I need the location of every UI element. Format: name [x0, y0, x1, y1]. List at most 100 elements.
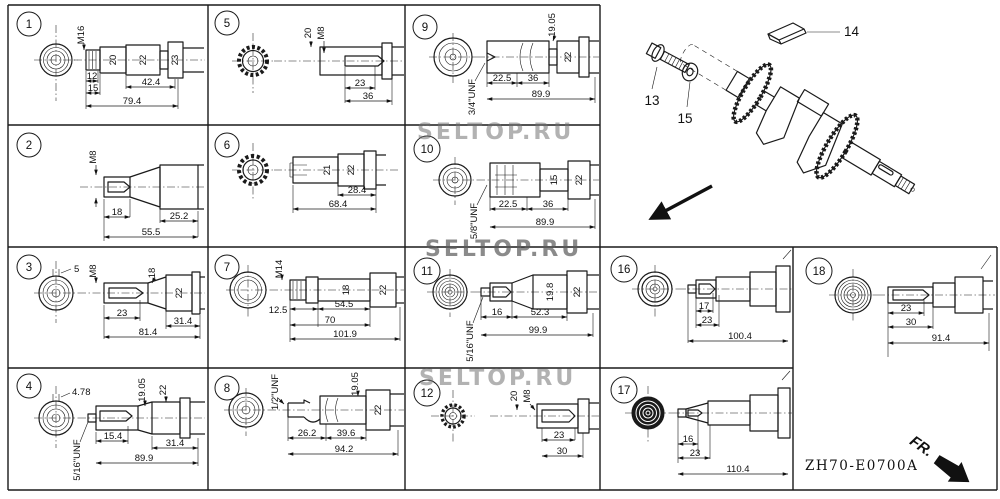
dim-label: 70 [325, 315, 336, 326]
cell-2-drawing: 2 M8 18 25.2 55.5 [16, 132, 205, 241]
dim-label: 22.5 [499, 199, 518, 210]
thread-label: 3/4"UNF [467, 79, 478, 115]
diameter-label: 22 [373, 405, 384, 416]
cell-17-drawing: 17 16 23 110.4 [610, 370, 792, 476]
part-ref-14: 15 [677, 111, 692, 126]
thread-label: 5/16"UNF [465, 320, 476, 362]
thread-label: M14 [274, 260, 285, 278]
dim-label: 15.4 [104, 431, 123, 442]
drawing-code: ZH70-E0700A [805, 458, 918, 474]
dim-label: 26.2 [298, 428, 317, 439]
cell-4-drawing: 4 4.78 5/16"UNF 19.05 22 15.4 31.4 89.9 [16, 373, 205, 481]
thread-label: M8 [522, 389, 533, 402]
dim-label: 36 [543, 199, 554, 210]
dim-label: 99.9 [529, 325, 548, 336]
thread-label: 5/16"UNF [72, 439, 83, 481]
cell-number: 3 [26, 262, 32, 274]
dim-label: 89.9 [536, 217, 555, 228]
cell-number: 11 [421, 266, 433, 278]
part-ref-15: 14 [844, 24, 860, 39]
cell-number: 7 [224, 262, 230, 274]
dim-label: 54.5 [335, 299, 354, 310]
dim-label: 23 [702, 315, 713, 326]
dim-label: 16 [683, 434, 694, 445]
bolt-illustration [645, 42, 690, 74]
dim-label: 89.9 [135, 453, 154, 464]
cell-number: 12 [421, 388, 434, 400]
dim-label: 36 [363, 91, 374, 102]
dim-label: 81.4 [139, 327, 158, 338]
diameter-label: 21 [322, 165, 333, 176]
thread-label: M8 [316, 26, 327, 39]
diameter-label: 22 [574, 175, 585, 186]
cell-8-drawing: 8 1/2"UNF 19.05 22 26.2 39.6 94.2 [214, 372, 404, 456]
dim-label: 18 [112, 207, 123, 218]
cell-number: 8 [224, 383, 230, 395]
dim-label: 31.4 [174, 316, 193, 327]
dim-label: 17 [699, 301, 710, 312]
part-ref-13: 13 [644, 93, 659, 108]
cell-number: 9 [422, 22, 428, 34]
dim-label: 12 [87, 71, 98, 82]
cell-number: 5 [224, 18, 230, 30]
cell-18-drawing: 18 23 30 91.4 [805, 254, 995, 357]
keyway-width-label: 4.78 [72, 387, 91, 398]
dim-label: 12.5 [269, 305, 288, 316]
diameter-label: 20 [108, 55, 119, 66]
cell-number: 2 [26, 140, 32, 152]
dim-label: 23 [355, 78, 366, 89]
dim-label: 30 [906, 317, 917, 328]
cell-16-drawing: 16 17 23 100.4 [610, 249, 792, 343]
diameter-label: 18 [341, 285, 352, 296]
diameter-label: 23 [170, 55, 181, 66]
thread-label: M8 [88, 264, 99, 277]
cell-number: 10 [421, 144, 434, 156]
dim-label: 52.3 [531, 307, 550, 318]
cell-5-drawing: 5 20 M8 23 36 [214, 10, 404, 105]
crankshaft-body [680, 44, 916, 195]
cell-3-drawing: 3 5 M8 18 22 23 31.4 81.4 [16, 254, 205, 339]
diameter-label: 20 [509, 391, 520, 402]
dim-label: 23 [901, 303, 912, 314]
dim-label: 94.2 [335, 444, 354, 455]
washer-illustration [681, 62, 699, 82]
footer-area: ZH70-E0700A FR. [805, 433, 970, 483]
key-illustration [767, 22, 807, 45]
dim-label: 55.5 [142, 227, 161, 238]
cell-12-drawing: 12 20 M8 23 30 [413, 379, 599, 458]
diameter-label: 15 [549, 175, 560, 186]
keyway-width-label: 5 [74, 264, 79, 275]
cell-10-drawing: 10 5/8"UNF 15 22 22.5 36 89.9 [413, 135, 599, 239]
cell-11-drawing: 11 5/16"UNF 19.8 22 16 52.3 99.9 [413, 257, 599, 362]
diameter-label: 18 [147, 268, 158, 279]
diameter-label: 22 [158, 385, 169, 396]
cell-number: 18 [813, 266, 826, 278]
dim-label: 101.9 [333, 329, 357, 340]
dim-label: 36 [528, 73, 539, 84]
dim-label: 23 [117, 308, 128, 319]
dim-label: 68.4 [329, 199, 348, 210]
thread-label: 1/2"UNF [270, 374, 281, 410]
crankshaft-illustration: 13 15 14 [644, 22, 916, 220]
dim-label: 23 [554, 430, 565, 441]
diameter-label: 22 [572, 287, 583, 298]
thread-label: 5/8"UNF [469, 203, 480, 239]
cell-number: 6 [224, 140, 230, 152]
cell-number: 1 [26, 19, 32, 31]
thread-label: M16 [76, 26, 87, 44]
diameter-label: 22 [174, 288, 185, 299]
cell-number: 16 [618, 264, 631, 276]
dim-label: 23 [690, 448, 701, 459]
diameter-label: 19.05 [350, 372, 361, 396]
diameter-label: 19.05 [547, 13, 558, 37]
dim-label: 31.4 [166, 438, 185, 449]
dim-label: 15 [88, 83, 99, 94]
fr-label: FR. [906, 433, 936, 461]
dim-label: 110.4 [726, 464, 749, 475]
diameter-label: 19.8 [545, 283, 556, 302]
dim-label: 28.4 [348, 185, 367, 196]
fr-arrow-icon [933, 455, 970, 483]
diameter-label: 20 [303, 28, 314, 39]
